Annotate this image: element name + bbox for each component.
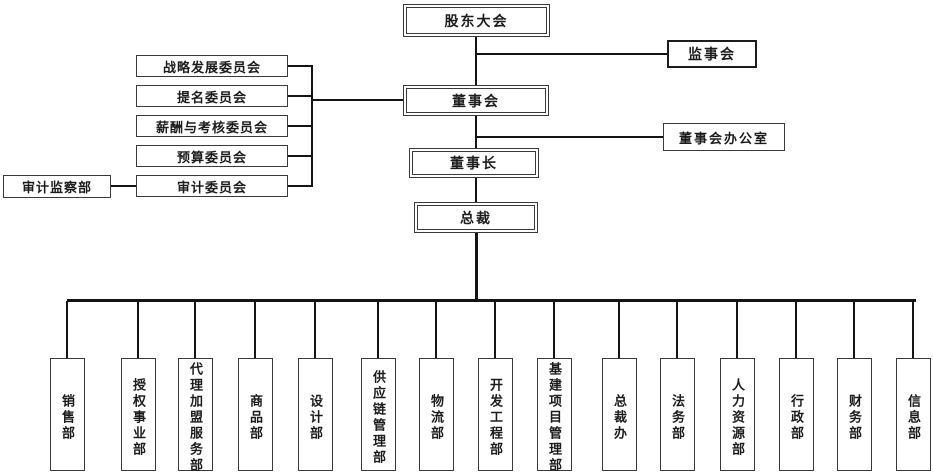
node-dept-finance: 财务部 [837, 358, 872, 471]
node-supervisory-board: 监事会 [667, 40, 757, 68]
node-dept-licensing: 授权事业部 [121, 358, 156, 471]
connector-line [853, 301, 855, 358]
node-dept-information: 信息部 [896, 358, 931, 471]
connector-line [475, 136, 663, 138]
node-committee-nomination: 提名委员会 [136, 85, 288, 107]
connector-line [194, 301, 196, 358]
connector-line [475, 53, 667, 55]
connector-line [111, 185, 136, 187]
node-dept-design: 设计部 [298, 358, 333, 471]
node-dept-administration: 行政部 [779, 358, 814, 471]
node-board-office: 董事会办公室 [663, 123, 785, 151]
connector-line [288, 65, 311, 67]
connector-line [377, 301, 379, 358]
connector-line [676, 301, 678, 358]
node-dept-sales: 销售部 [50, 358, 85, 471]
connector-line [494, 301, 496, 358]
node-dept-president-office: 总裁办 [602, 358, 637, 471]
node-dept-infrastructure-project: 基建项目管理部 [537, 358, 572, 474]
node-dept-human-resources: 人力资源部 [720, 358, 755, 471]
node-dept-development-engineering: 开发工程部 [478, 358, 513, 471]
connector-line [475, 37, 477, 85]
node-committee-audit: 审计委员会 [136, 175, 288, 197]
connector-line [254, 301, 256, 358]
node-dept-merchandise: 商品部 [238, 358, 273, 471]
connector-line [475, 233, 478, 301]
connector-line [553, 301, 555, 358]
connector-line [288, 95, 311, 97]
connector-line [288, 155, 311, 157]
connector-line [475, 116, 477, 148]
node-dept-legal: 法务部 [660, 358, 695, 471]
connector-line [795, 301, 797, 358]
node-dept-supply-chain: 供应链管理部 [361, 358, 396, 471]
connector-line [618, 301, 620, 358]
connector-line [288, 125, 311, 127]
node-dept-franchise-service: 代理加盟服务部 [178, 358, 213, 474]
node-president: 总裁 [414, 202, 538, 233]
node-dept-logistics: 物流部 [419, 358, 454, 471]
connector-line [311, 99, 403, 101]
node-audit-supervision-dept: 审计监察部 [3, 175, 111, 198]
connector-line [288, 185, 311, 187]
connector-line [736, 301, 738, 358]
node-committee-compensation: 薪酬与考核委员会 [136, 115, 288, 137]
connector-line [66, 301, 68, 358]
connector-line [311, 65, 313, 187]
node-committee-strategy: 战略发展委员会 [136, 55, 288, 77]
connector-line [137, 301, 139, 358]
node-board-of-directors: 董事会 [403, 85, 549, 116]
connector-line [435, 301, 437, 358]
connector-line [67, 299, 916, 302]
connector-line [314, 301, 316, 358]
connector-line [475, 178, 477, 202]
node-shareholders-meeting: 股东大会 [403, 4, 550, 37]
node-committee-budget: 预算委员会 [136, 145, 288, 167]
node-chairman: 董事长 [409, 148, 539, 178]
connector-line [912, 301, 914, 358]
